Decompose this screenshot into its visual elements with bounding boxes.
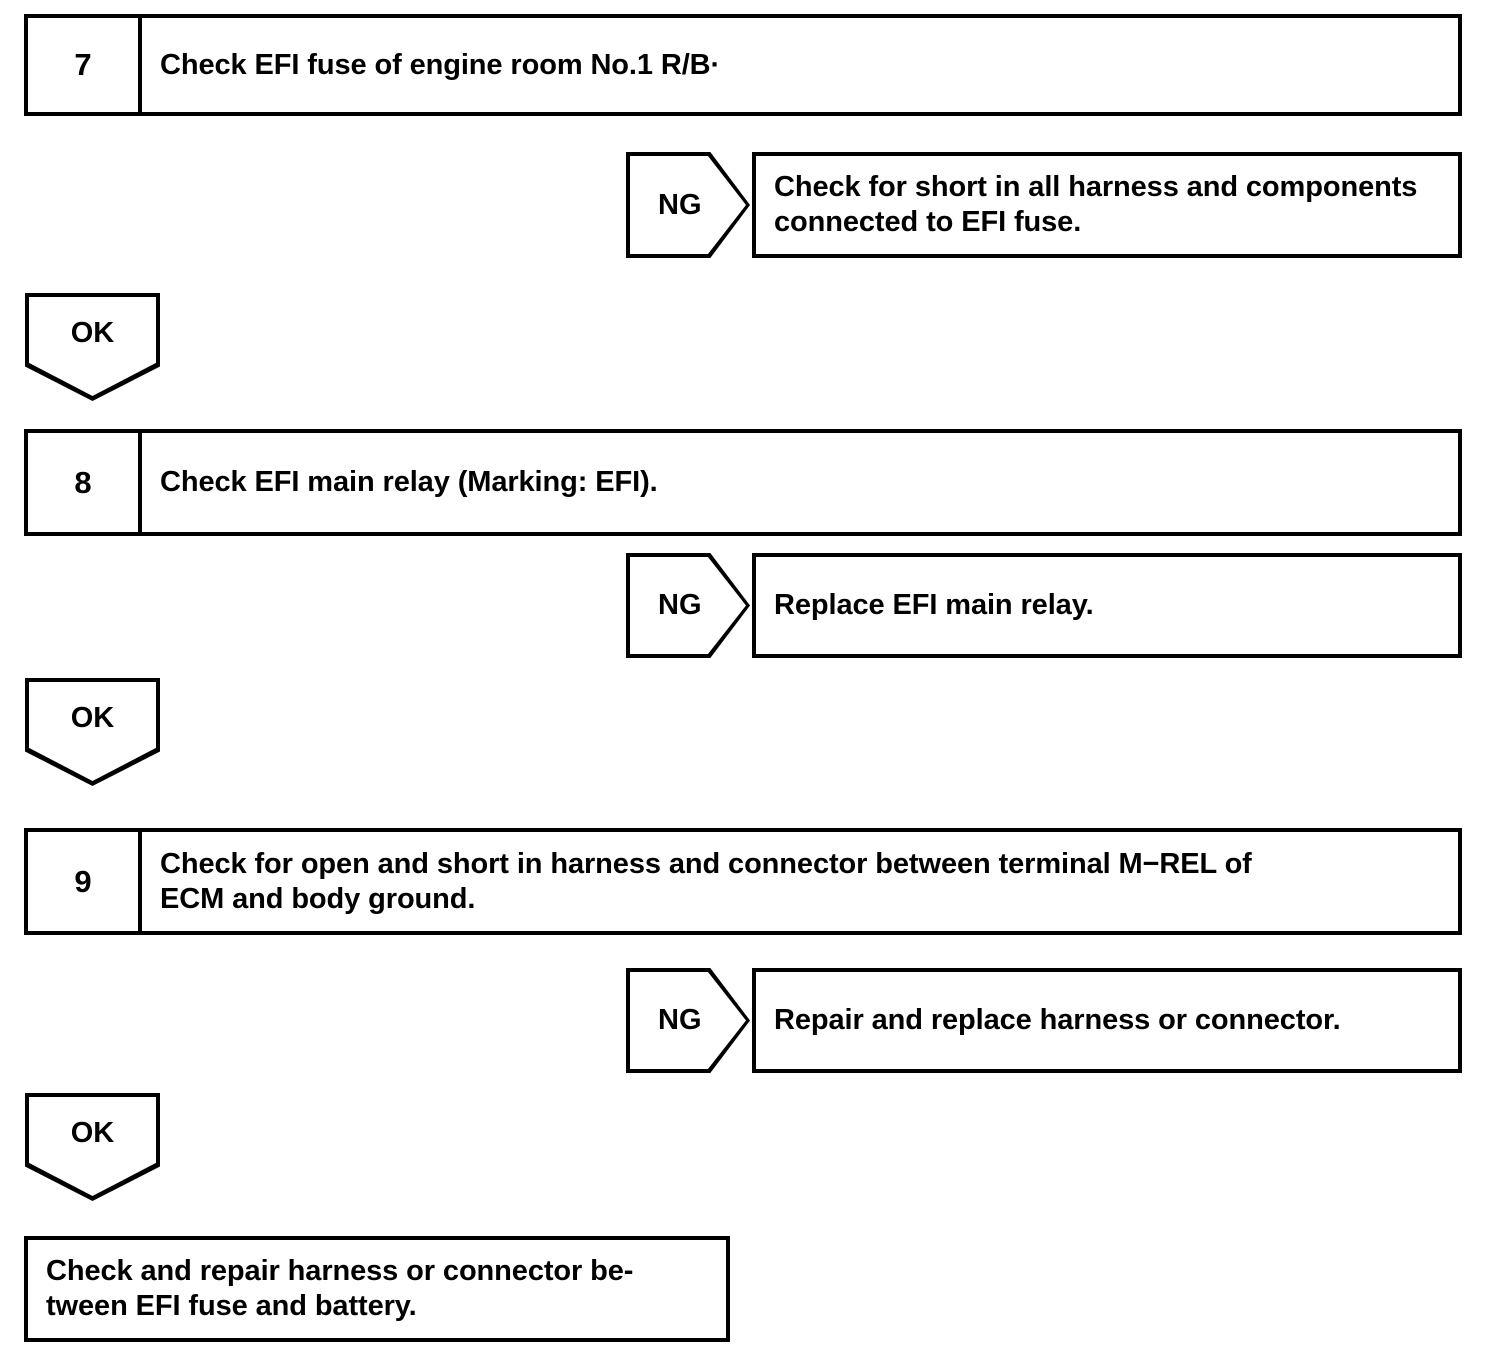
step-number: 8 [28, 433, 142, 532]
ng-label: NG [630, 557, 746, 654]
ng-result-text: Repair and replace harness or connector. [774, 1004, 1341, 1037]
ng-label: NG [630, 156, 746, 254]
ok-tag-9: OK [25, 1093, 160, 1201]
ok-tag-7: OK [25, 293, 160, 401]
step-description: Check for open and short in harness and … [160, 847, 1252, 915]
ok-label: OK [29, 682, 156, 781]
ng-tag-7: NG [626, 152, 750, 258]
ok-label: OK [29, 1097, 156, 1196]
ng-tag-8: NG [626, 553, 750, 658]
ng-result-box-8[interactable]: Replace EFI main relay. [752, 553, 1462, 658]
ok-label: OK [29, 297, 156, 396]
final-action-box[interactable]: Check and repair harness or connector be… [24, 1236, 730, 1342]
ng-result-box-7[interactable]: Check for short in all harness and compo… [752, 152, 1462, 258]
step-number: 7 [28, 18, 142, 112]
ok-tag-8: OK [25, 678, 160, 786]
ng-tag-9: NG [626, 968, 750, 1073]
final-action-text: Check and repair harness or connector be… [46, 1255, 634, 1322]
ng-result-text: Replace EFI main relay. [774, 589, 1094, 622]
step-description: Check EFI fuse of engine room No.1 R/B· [160, 48, 721, 81]
step-box-9[interactable]: 9 Check for open and short in harness an… [24, 828, 1462, 935]
step-number: 9 [28, 832, 142, 931]
step-description: Check EFI main relay (Marking: EFI). [160, 466, 658, 499]
step-box-7[interactable]: 7 Check EFI fuse of engine room No.1 R/B… [24, 14, 1462, 116]
step-box-8[interactable]: 8 Check EFI main relay (Marking: EFI). [24, 429, 1462, 536]
ng-label: NG [630, 972, 746, 1069]
ng-result-box-9[interactable]: Repair and replace harness or connector. [752, 968, 1462, 1073]
ng-result-text: Check for short in all harness and compo… [774, 171, 1418, 238]
